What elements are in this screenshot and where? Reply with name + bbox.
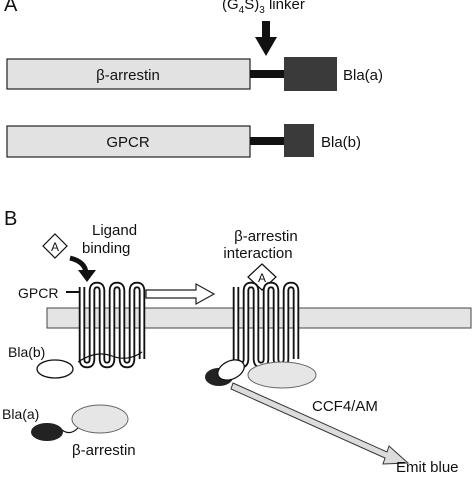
panel-a-label: A: [4, 0, 18, 16]
down-arrow-icon: [255, 21, 277, 56]
svg-text:A: A: [258, 271, 266, 285]
svg-text:A: A: [51, 240, 59, 254]
bla-a-block: [284, 57, 337, 91]
bla-a-tag: Bla(a): [343, 67, 383, 84]
arrestin-oval: [71, 404, 129, 434]
bla-b-oval: [36, 359, 74, 379]
emission-arrow-icon: [230, 382, 410, 465]
emit-label: Emit blue: [396, 459, 459, 474]
arrestin-interaction-label: β-arrestin interaction: [223, 228, 302, 262]
linker-label: (G4S)3 linker: [222, 0, 305, 16]
bla-b-tag: Bla(b): [321, 134, 361, 151]
gpcr-receptor-bound: [236, 285, 296, 365]
bound-bla-b-oval: [217, 359, 245, 381]
gpcr-bar: [6, 125, 251, 158]
gpcr-receptor-unbound: [82, 285, 142, 365]
arrestin-label: β-arrestin: [72, 442, 136, 459]
bla-a-tether: [61, 427, 79, 434]
transition-arrow-icon: [145, 282, 216, 306]
linker-segment: [250, 70, 285, 78]
ligand-binding-label: Ligand binding: [82, 222, 141, 257]
arrestin-bar-label: β-arrestin: [96, 67, 160, 84]
bla-b-block: [284, 124, 314, 157]
linker-segment-2: [250, 137, 285, 145]
gpcr-bar-label: GPCR: [106, 134, 150, 151]
bla-a-label: Bla(a): [2, 406, 39, 422]
panel-b-label: B: [4, 208, 17, 230]
bla-b-tether: [77, 351, 143, 363]
binding-arrow-icon: [69, 255, 96, 282]
agonist-icon: A: [42, 233, 68, 259]
gpcr-label: GPCR: [18, 285, 58, 301]
bla-b-label: Bla(b): [8, 344, 45, 360]
arrestin-bar: [6, 58, 251, 90]
bla-a-oval: [31, 423, 63, 441]
bound-arrestin-oval: [247, 361, 317, 389]
substrate-label: CCF4/AM: [312, 398, 378, 415]
